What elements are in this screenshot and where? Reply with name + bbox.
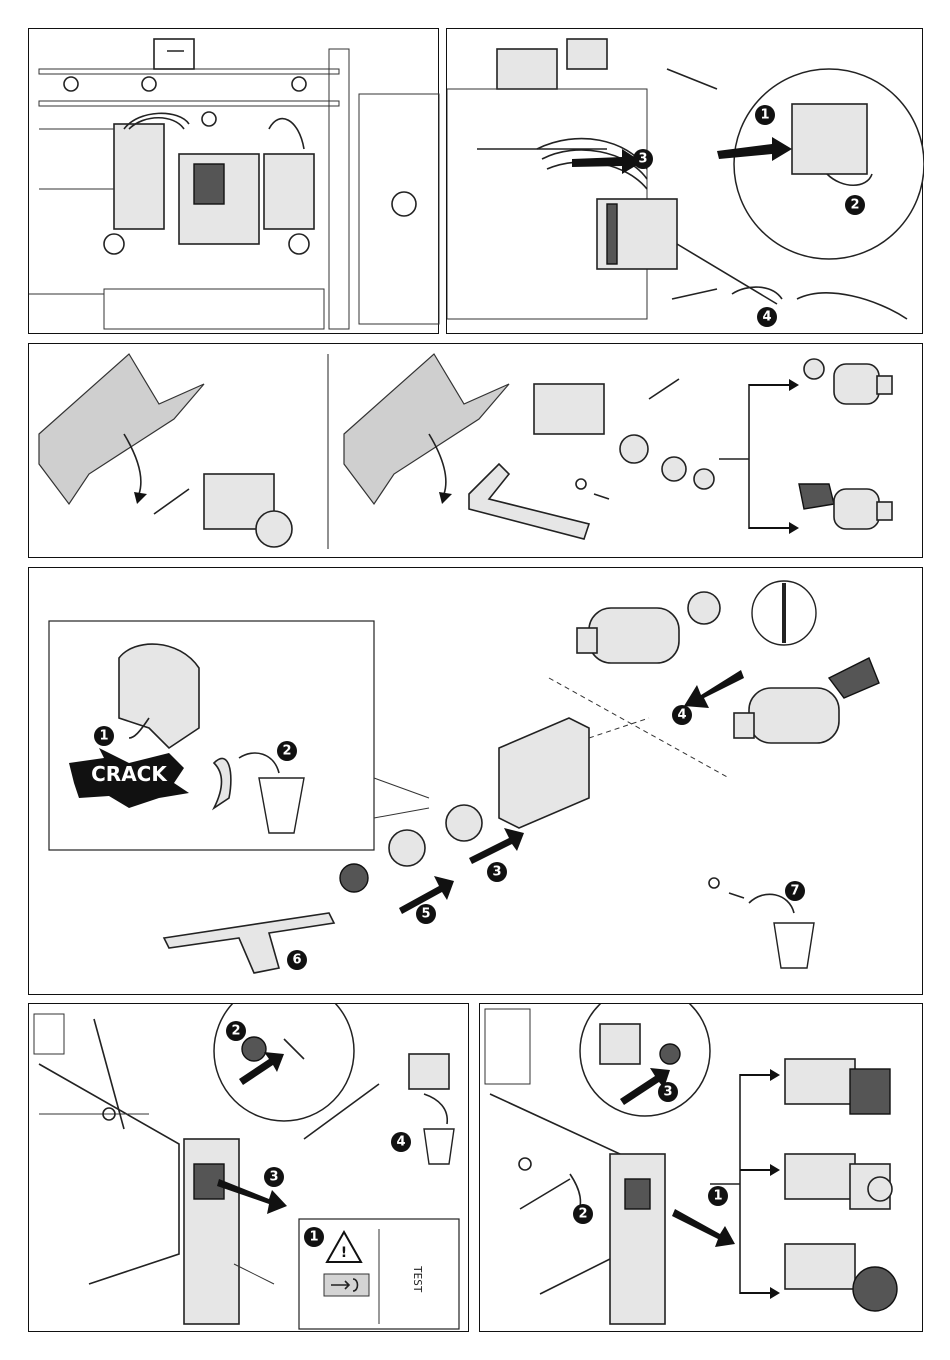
svg-text:1: 1	[713, 1189, 722, 1204]
svg-text:5: 5	[421, 907, 430, 922]
cylinder-lock-key-b	[799, 484, 892, 529]
svg-text:4: 4	[762, 310, 771, 325]
step-marker-1: 1	[304, 1227, 324, 1247]
svg-text:4: 4	[396, 1135, 405, 1150]
wastebasket-icon-2	[774, 923, 814, 968]
wiring-steps-drawing: 1 2 3 4	[447, 29, 924, 335]
svg-text:3: 3	[663, 1085, 672, 1100]
panel-wiring-overview	[28, 28, 439, 334]
panel-cover-removal: ! TEST 1 2 3 4	[28, 1003, 469, 1332]
step-marker-3: 3	[633, 149, 653, 169]
svg-text:1: 1	[309, 1230, 318, 1245]
step-marker-2: 2	[573, 1204, 593, 1224]
kit-contents-drawing	[29, 344, 924, 559]
crack-label: CRACK	[91, 762, 168, 786]
lock-housing	[499, 718, 589, 828]
svg-text:3: 3	[269, 1170, 278, 1185]
step-marker-4: 4	[757, 307, 777, 327]
svg-text:3: 3	[492, 865, 501, 880]
cylinder-lock-top	[577, 592, 720, 663]
cover-removal-drawing: ! TEST 1 2 3 4	[29, 1004, 470, 1333]
svg-text:4: 4	[677, 708, 686, 723]
svg-text:2: 2	[850, 198, 859, 213]
lock-insertion-drawing: 1 2 3	[480, 1004, 924, 1333]
test-label: TEST	[411, 1266, 424, 1293]
panel-lock-assembly: CRACK 1 2 3	[28, 567, 923, 995]
step-marker-3: 3	[264, 1167, 284, 1187]
step-marker-3: 3	[658, 1082, 678, 1102]
step-marker-6: 6	[287, 950, 307, 970]
step-marker-2: 2	[226, 1021, 246, 1041]
svg-text:3: 3	[638, 152, 647, 167]
svg-text:1: 1	[99, 729, 108, 744]
svg-text:2: 2	[282, 744, 291, 759]
cylinder-lock-key-a	[804, 359, 892, 404]
step-marker-4: 4	[391, 1132, 411, 1152]
step-marker-4: 4	[672, 705, 692, 725]
panel-lock-insertion: 1 2 3	[479, 1003, 923, 1332]
step-marker-2: 2	[277, 741, 297, 761]
panel-kit-contents	[28, 343, 923, 558]
wiring-overview-drawing	[29, 29, 440, 335]
wastebasket-icon	[424, 1129, 454, 1164]
step-marker-1: 1	[755, 105, 775, 125]
panel-wiring-steps: 1 2 3 4	[446, 28, 923, 334]
lock-option-key-black	[785, 1059, 890, 1114]
extraction-tool	[469, 464, 589, 539]
cylinder-lock-bottom	[734, 658, 879, 743]
step-marker-3: 3	[487, 862, 507, 882]
svg-text:1: 1	[760, 108, 769, 123]
extraction-tool	[164, 913, 334, 973]
step-marker-2: 2	[845, 195, 865, 215]
svg-text:2: 2	[231, 1024, 240, 1039]
step-marker-1: 1	[708, 1186, 728, 1206]
step-marker-7: 7	[785, 881, 805, 901]
packaging-box-icon	[39, 354, 204, 504]
svg-text:2: 2	[578, 1207, 587, 1222]
lock-assembly-drawing: CRACK 1 2 3	[29, 568, 924, 996]
lock-option-key-round	[785, 1154, 892, 1209]
step-marker-1: 1	[94, 726, 114, 746]
svg-text:6: 6	[292, 953, 301, 968]
svg-text:!: !	[341, 1245, 347, 1261]
svg-text:7: 7	[790, 884, 799, 899]
step-marker-5: 5	[416, 904, 436, 924]
lock-option-knob	[785, 1244, 897, 1311]
